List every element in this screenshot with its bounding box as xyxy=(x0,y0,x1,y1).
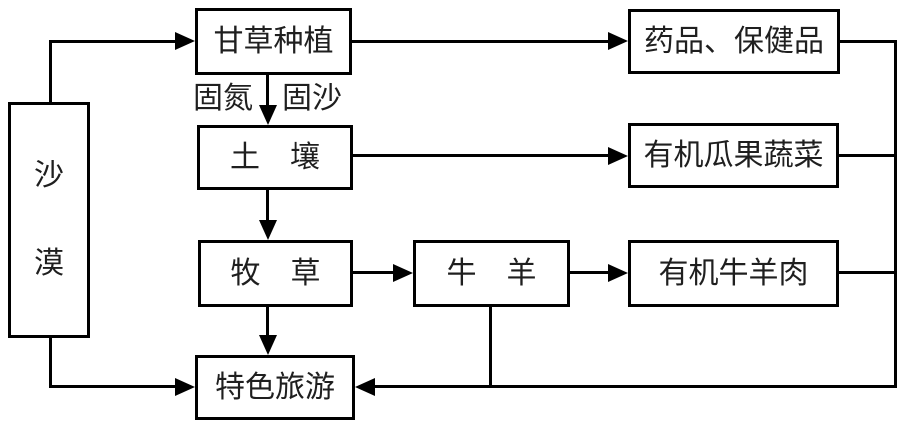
node-licorice-planting-label: 甘草种植 xyxy=(213,23,334,59)
edge-medicine-to-rail-line xyxy=(840,40,897,43)
node-medicine-health-products-label: 药品、保健品 xyxy=(644,23,824,59)
node-cattle-sheep: 牛 羊 xyxy=(413,240,570,307)
arrowhead-soil-to-pasture-icon xyxy=(259,220,277,240)
edge-meat-to-rail-line xyxy=(839,271,897,274)
node-pasture-label: 牧 草 xyxy=(230,255,321,291)
edge-pasture-to-tourism-line xyxy=(266,307,269,337)
edge-licorice-to-medicine-line xyxy=(352,40,609,43)
node-organic-produce-label: 有机瓜果蔬菜 xyxy=(643,137,824,173)
node-specialty-tourism: 特色旅游 xyxy=(195,355,355,420)
node-organic-beef-mutton: 有机牛羊肉 xyxy=(628,240,839,307)
arrowhead-cattle-sheep-to-meat-icon xyxy=(608,264,628,282)
node-organic-produce: 有机瓜果蔬菜 xyxy=(628,123,839,188)
node-desert-char-1: 沙 xyxy=(34,158,64,193)
edge-desert-to-licorice-hline xyxy=(49,40,176,43)
node-pasture: 牧 草 xyxy=(198,240,353,307)
node-soil-label: 土 壤 xyxy=(230,139,320,175)
arrowhead-pasture-to-cattle-sheep-icon xyxy=(393,264,413,282)
edge-desert-to-tourism-vline xyxy=(49,338,52,388)
node-soil: 土 壤 xyxy=(197,125,353,190)
node-licorice-planting: 甘草种植 xyxy=(195,8,352,75)
edge-pasture-to-cattle-sheep-line xyxy=(353,271,394,274)
node-desert: 沙 漠 xyxy=(8,102,90,338)
arrowhead-pasture-to-tourism-icon xyxy=(259,335,277,355)
label-nitrogen-fixation: 固氮 xyxy=(193,81,253,116)
arrowhead-rail-to-tourism-icon xyxy=(355,378,375,396)
edge-cattle-sheep-to-tourism-line xyxy=(489,307,492,388)
label-sand-fixation: 固沙 xyxy=(282,81,342,116)
arrowhead-desert-to-licorice-icon xyxy=(175,32,195,50)
edge-desert-to-tourism-hline xyxy=(49,385,176,388)
arrowhead-desert-to-tourism-icon xyxy=(175,378,195,396)
arrowhead-licorice-to-medicine-icon xyxy=(608,32,628,50)
bottom-rail-to-tourism-line xyxy=(374,385,897,388)
arrowhead-licorice-to-soil-icon xyxy=(259,105,277,125)
node-organic-beef-mutton-label: 有机牛羊肉 xyxy=(658,255,809,291)
edge-soil-to-pasture-line xyxy=(266,190,269,222)
node-cattle-sheep-label: 牛 羊 xyxy=(446,255,537,291)
edge-produce-to-rail-line xyxy=(839,154,897,157)
node-medicine-health-products: 药品、保健品 xyxy=(628,9,840,74)
edge-cattle-sheep-to-meat-line xyxy=(570,271,609,274)
node-specialty-tourism-label: 特色旅游 xyxy=(215,369,335,405)
edge-licorice-to-soil-line xyxy=(266,75,269,107)
edge-desert-to-licorice-vline xyxy=(49,40,52,102)
edge-soil-to-produce-line xyxy=(353,154,609,157)
arrowhead-soil-to-produce-icon xyxy=(608,147,628,165)
right-collector-rail-line xyxy=(894,40,897,388)
node-desert-char-2: 漠 xyxy=(34,246,64,281)
